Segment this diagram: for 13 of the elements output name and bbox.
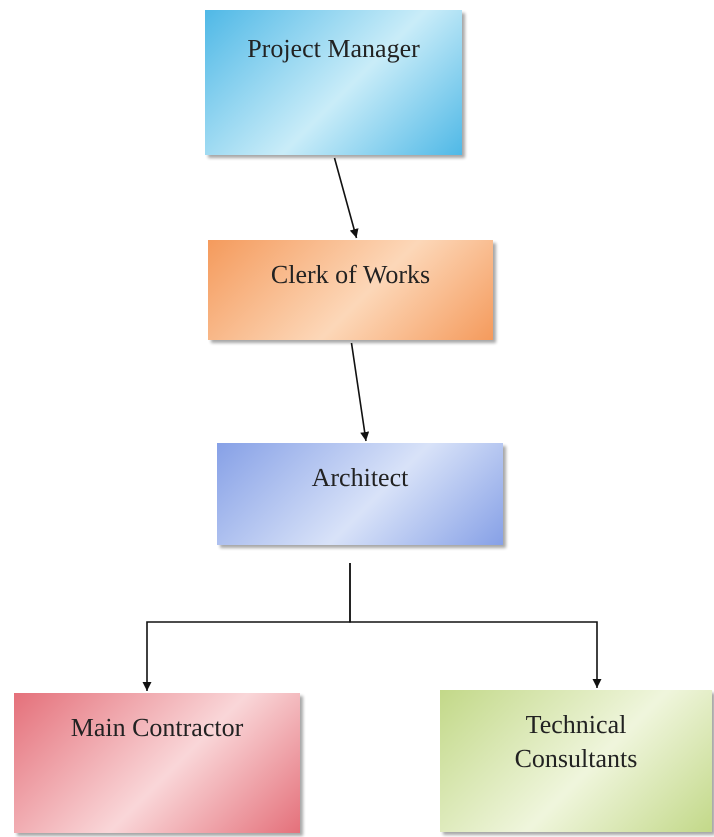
box-label: Project Manager — [246, 33, 421, 65]
arrow — [350, 342, 370, 442]
arrow — [349, 563, 602, 688]
box-label: Clerk of Works — [270, 259, 432, 291]
arrow — [334, 158, 358, 238]
process-box — [440, 690, 712, 832]
process-box — [208, 240, 493, 340]
box-label: Main Contractor — [70, 712, 244, 744]
box-label: Technical Consultants — [514, 709, 638, 775]
box-label: Architect — [310, 462, 410, 494]
process-box — [14, 693, 300, 833]
process-box — [217, 443, 503, 545]
process-box — [205, 10, 462, 155]
